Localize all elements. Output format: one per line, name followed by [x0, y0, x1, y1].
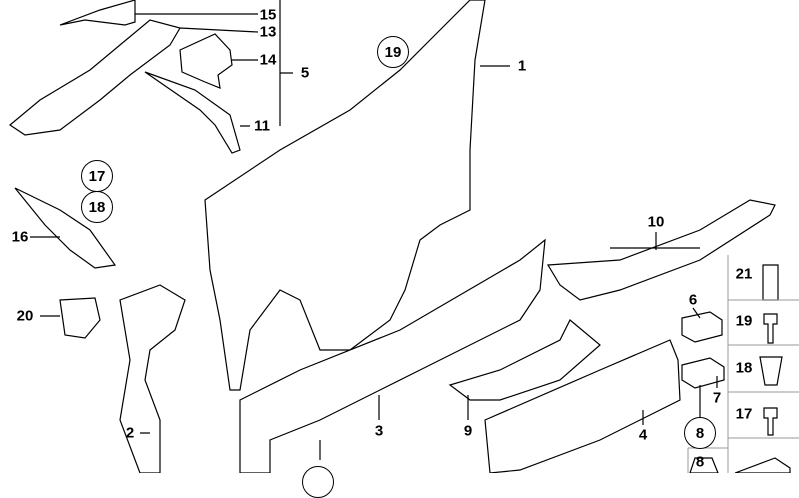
part-14 [179, 33, 233, 89]
label-2: 2 [125, 424, 135, 442]
circled-label-19: 19 [377, 36, 409, 68]
label-6: 6 [688, 291, 698, 309]
label-16: 16 [11, 228, 29, 246]
part-4 [484, 339, 681, 473]
part-1 [204, 0, 486, 391]
label-14: 14 [259, 51, 277, 69]
label-17: 17 [735, 405, 753, 423]
label-10: 10 [647, 213, 665, 231]
label-5: 5 [300, 64, 310, 82]
part-8-plug [689, 457, 719, 473]
label-9: 9 [463, 422, 473, 440]
label-18: 18 [735, 359, 753, 377]
circled-label-17: 17 [81, 160, 113, 192]
parts-diagram [8, 0, 799, 473]
leader-lines [30, 0, 718, 460]
part-11 [144, 71, 241, 154]
label-8: 8 [695, 453, 705, 471]
part-wedge [734, 457, 791, 473]
circled-label-8: 8 [684, 417, 716, 449]
part-6 [681, 311, 723, 343]
part-21 [762, 264, 779, 301]
label-3: 3 [374, 422, 384, 440]
part-3 [239, 238, 546, 473]
legend-grid [687, 255, 799, 473]
circled-label-18: 18 [81, 191, 113, 223]
label-7: 7 [712, 389, 722, 407]
part-10 [546, 199, 776, 301]
part-9 [448, 319, 601, 401]
part-2 [119, 284, 186, 473]
part-13 [8, 19, 181, 136]
label-21: 21 [735, 265, 753, 283]
part-18-nut [759, 356, 783, 386]
part-15 [59, 0, 136, 26]
circled-label-partial [302, 466, 334, 498]
part-17-bolt [763, 407, 778, 436]
label-19: 19 [735, 312, 753, 330]
part-20 [59, 297, 101, 339]
part-19-bolt [763, 313, 778, 344]
part-7 [681, 357, 725, 389]
label-15: 15 [259, 6, 277, 24]
part-16 [14, 187, 117, 269]
parts-drawing [8, 0, 791, 473]
label-1: 1 [517, 57, 527, 75]
label-4: 4 [638, 426, 648, 444]
label-20: 20 [16, 307, 34, 325]
label-13: 13 [259, 23, 277, 41]
label-11: 11 [254, 117, 270, 135]
